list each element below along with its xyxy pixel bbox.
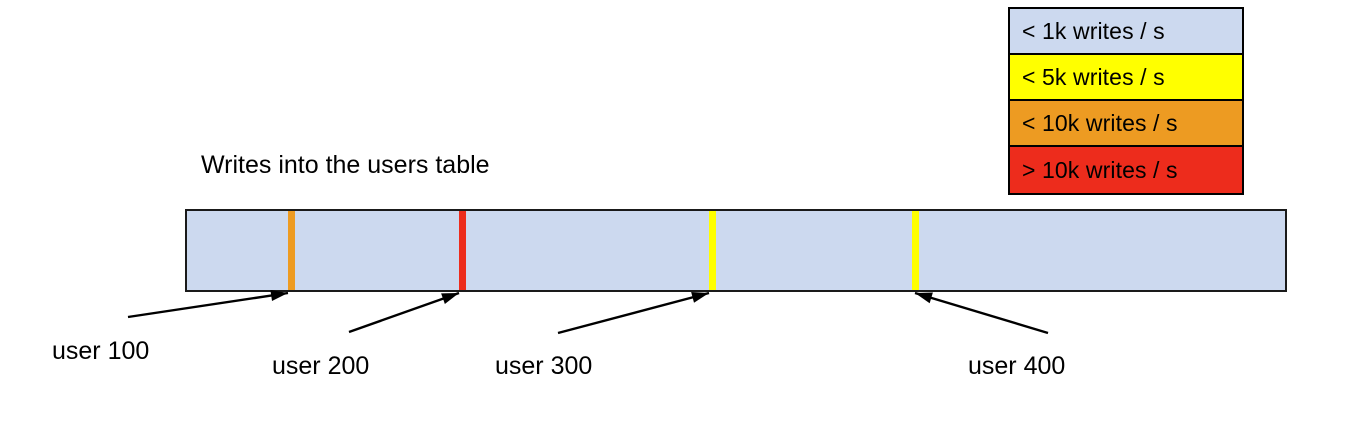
legend-row-under-10k: < 10k writes / s — [1010, 101, 1242, 147]
shard-marker-user-300 — [709, 211, 716, 290]
shard-marker-user-400 — [912, 211, 919, 290]
legend-row-over-10k: > 10k writes / s — [1010, 147, 1242, 193]
legend-label-under-1k: < 1k writes / s — [1022, 17, 1165, 44]
legend-row-under-5k: < 5k writes / s — [1010, 55, 1242, 101]
callout-label-user-100: user 100 — [52, 337, 150, 365]
users-table-bar — [185, 209, 1287, 292]
shard-marker-user-100 — [288, 211, 295, 290]
callout-arrow-user-300 — [557, 291, 710, 335]
legend-label-under-5k: < 5k writes / s — [1022, 63, 1165, 90]
callout-arrow-user-100 — [127, 289, 289, 319]
legend-label-under-10k: < 10k writes / s — [1022, 109, 1178, 136]
callout-arrow-user-200 — [348, 291, 460, 334]
callout-arrow-user-400 — [914, 291, 1049, 335]
writes-legend: < 1k writes / s < 5k writes / s < 10k wr… — [1008, 7, 1244, 195]
chart-title: Writes into the users table — [201, 151, 490, 179]
callout-label-user-200: user 200 — [272, 352, 370, 380]
callout-label-user-300: user 300 — [495, 352, 593, 380]
shard-marker-user-200 — [459, 211, 466, 290]
callout-label-user-400: user 400 — [968, 352, 1066, 380]
legend-label-over-10k: > 10k writes / s — [1022, 156, 1178, 183]
legend-row-under-1k: < 1k writes / s — [1010, 9, 1242, 55]
